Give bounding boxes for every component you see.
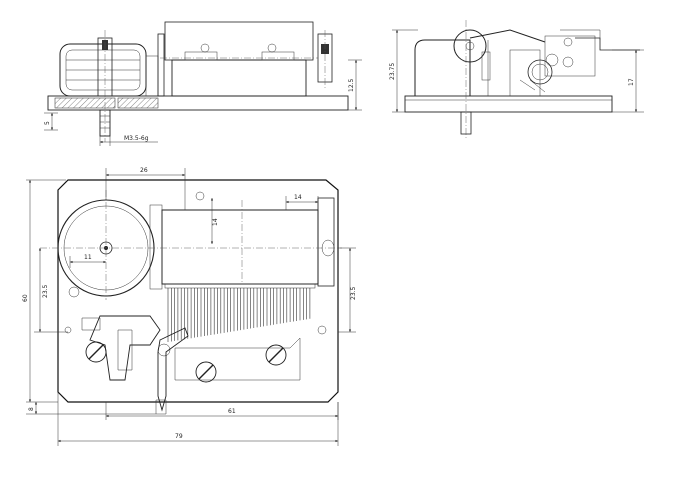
dimension-labels: 5 12.5 M3.5-6g 23.75 17 26 14 14 11 23.5…: [22, 63, 635, 440]
front-view: [44, 21, 362, 146]
dim-top-11: 11: [84, 254, 92, 261]
top-cylinder: [161, 209, 319, 285]
side-gear: [527, 59, 553, 85]
dim-top-8: 8: [28, 407, 35, 411]
top-base-plate: [57, 179, 339, 403]
dim-top-26: 26: [140, 167, 148, 174]
side-view: [392, 20, 644, 140]
top-comb: [167, 288, 311, 342]
dim-thread: M3.5-6g: [124, 135, 149, 142]
dim-top-14-horizontal: 14: [294, 194, 302, 201]
dim-front-5: 5: [44, 121, 51, 125]
front-cylinder-housing: [164, 21, 314, 61]
dim-top-23-5-left: 23.5: [42, 284, 49, 298]
dim-top-23-5-right: 23.5: [350, 286, 357, 300]
front-hatched-section: [54, 97, 116, 109]
dim-front-12-5: 12.5: [348, 78, 355, 92]
dim-top-14-vertical: 14: [212, 218, 219, 226]
top-governor-mechanism: [89, 315, 161, 381]
dim-top-79: 79: [175, 433, 183, 440]
side-base-plate: [404, 95, 613, 113]
side-cylinder: [453, 29, 487, 63]
top-view: [26, 168, 356, 446]
dim-side-23-75: 23.75: [389, 63, 396, 80]
dim-side-17: 17: [628, 78, 635, 86]
dim-top-60: 60: [22, 294, 29, 302]
dim-top-61: 61: [228, 408, 236, 415]
